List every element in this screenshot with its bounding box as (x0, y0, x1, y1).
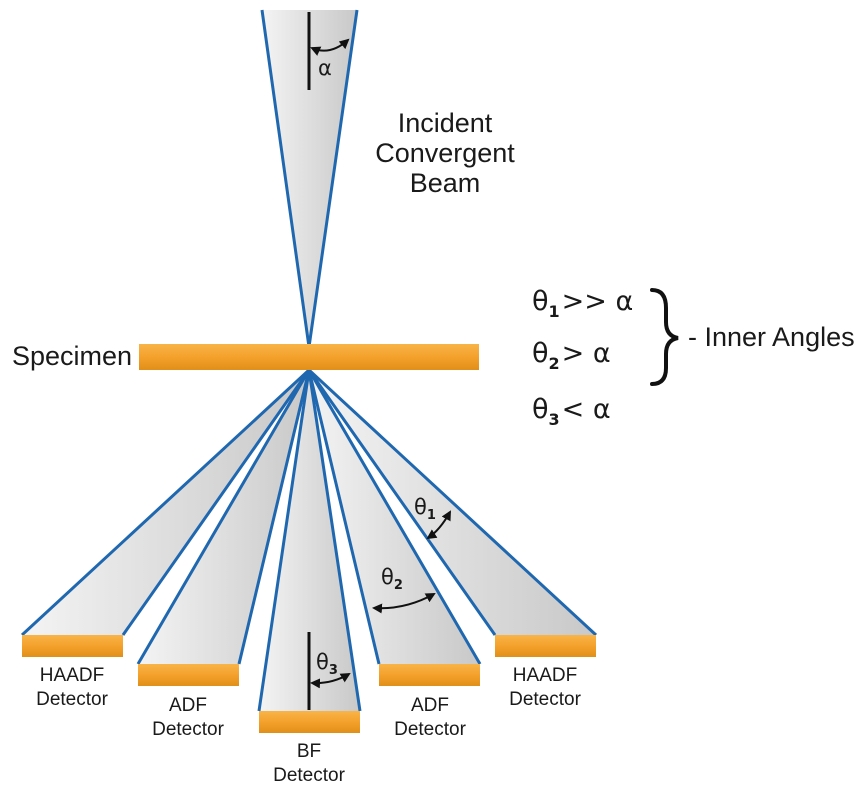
incident-beam-label: Incident Convergent Beam (375, 108, 515, 198)
condition-theta3: θ3< α (532, 394, 611, 429)
detector-name: ADF (169, 695, 207, 716)
adf-detector-right-bar (379, 664, 480, 686)
theta1-label: θ1 (414, 495, 436, 523)
bf-detector-label: BF Detector (273, 740, 345, 788)
haadf-detector-left-label: HAADF Detector (36, 664, 108, 712)
theta1-angle-arrow (426, 510, 451, 540)
detector-name: BF (296, 741, 322, 762)
detector-name: HAADF (512, 665, 578, 686)
detector-word: Detector (273, 765, 345, 786)
specimen-label: Specimen (12, 341, 133, 371)
scattered-cone-bf (257, 369, 362, 712)
scattered-cone-adf-left (136, 369, 311, 665)
theta2-angle-arrow (372, 593, 436, 614)
alpha-angle-arrow (310, 38, 350, 56)
adf-detector-left-bar (138, 664, 239, 686)
detector-word: Detector (36, 689, 108, 710)
condition-theta1: θ1>> α (532, 286, 634, 321)
incident-beam-label-line1: Incident (397, 108, 493, 138)
detector-word: Detector (394, 719, 466, 740)
theta3-angle-arrow (310, 672, 351, 689)
theta3-label: θ3 (316, 650, 338, 678)
scattered-cone-haadf-right (307, 368, 598, 637)
haadf-detector-right-label: HAADF Detector (509, 664, 581, 712)
scattered-cone-adf-right (307, 369, 482, 665)
incident-beam-label-line2: Convergent (375, 138, 515, 168)
inner-angles-brace (650, 288, 679, 386)
detector-word: Detector (152, 719, 224, 740)
incident-beam-cone (260, 9, 359, 348)
theta2-label: θ2 (381, 565, 403, 593)
bf-detector-bar (259, 711, 360, 733)
alpha-label: α (318, 56, 332, 80)
specimen-bar (139, 344, 479, 370)
detector-name: HAADF (39, 665, 105, 686)
condition-theta2: θ2> α (532, 338, 611, 373)
scattered-cone-haadf-left (20, 368, 311, 637)
inner-angles-label: - Inner Angles (688, 322, 855, 352)
incident-beam-label-line3: Beam (409, 168, 481, 198)
adf-detector-right-label: ADF Detector (394, 694, 466, 742)
adf-detector-left-label: ADF Detector (152, 694, 224, 742)
detector-name: ADF (411, 695, 449, 716)
haadf-detector-right-bar (495, 635, 596, 657)
haadf-detector-left-bar (22, 635, 123, 657)
detector-word: Detector (509, 689, 581, 710)
